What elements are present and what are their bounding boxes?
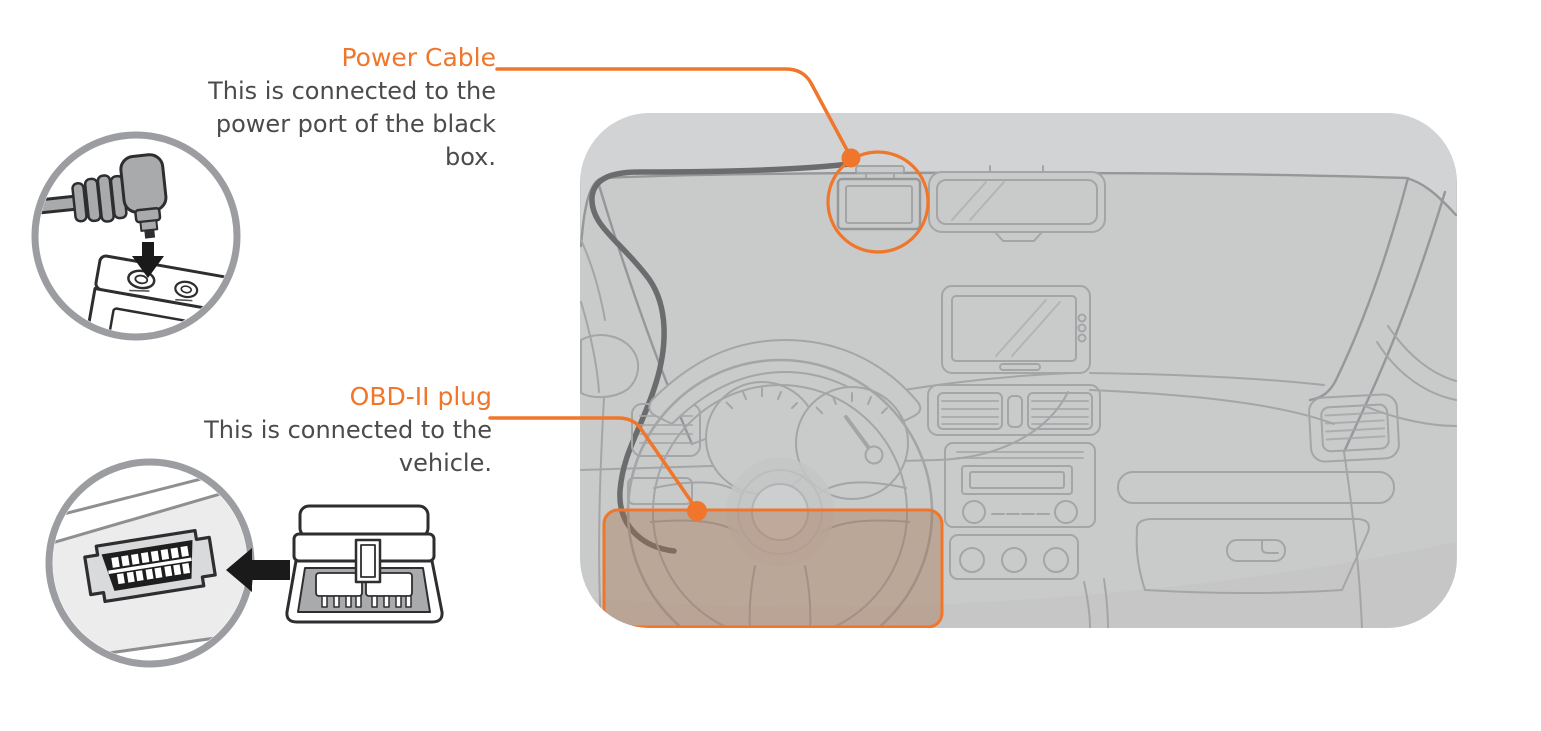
steering-wheel: [626, 358, 934, 628]
rearview-mirror: [928, 165, 1106, 242]
nav-screen: [941, 285, 1091, 374]
power-cable-desc-line-3: box.: [444, 143, 496, 171]
glove-box: [1117, 471, 1395, 594]
right-side-vent: [1308, 393, 1400, 463]
center-air-vents: [927, 384, 1101, 436]
obd-plug-leader-line: [488, 416, 695, 506]
down-arrow-icon: [132, 242, 164, 278]
power-cable-leader-dot: [841, 148, 861, 168]
power-circle-border: [31, 131, 241, 341]
obd-plug-leader-dot: [687, 501, 707, 521]
dashcam: [836, 165, 922, 231]
obd-port-illustration: [45, 458, 444, 668]
power-cable-desc-line-2: power port of the black: [215, 110, 496, 138]
power-plug: [39, 153, 168, 239]
radio-unit: [944, 442, 1096, 528]
power-cable-label: Power Cable: [341, 43, 496, 72]
obd-area-highlight: [602, 508, 944, 628]
obd-plug-label: OBD-II plug: [349, 382, 492, 411]
obd-plug-callout: OBD-II plug This is connected to the veh…: [162, 381, 492, 480]
power-cable-leader-line: [495, 67, 849, 152]
center-tunnel: [1083, 578, 1109, 628]
footwell-shadow: [581, 542, 1456, 628]
climate-controls: [949, 534, 1079, 580]
dashcam-highlight-circle: [826, 150, 930, 254]
power-plug-illustration: [31, 131, 241, 341]
power-cable-callout: Power Cable This is connected to the pow…: [166, 42, 496, 174]
obd-plug-desc-line-2: vehicle.: [398, 449, 492, 477]
callout-overlays: [488, 67, 930, 521]
left-arrow-icon: [226, 548, 290, 592]
obd-plug-desc-line-1: This is connected to the: [204, 416, 492, 444]
black-box: [80, 254, 232, 333]
power-cable-route: [589, 161, 852, 554]
power-cable-desc-line-1: This is connected to the: [208, 77, 496, 105]
obd-socket: [83, 528, 217, 604]
right-a-pillar: [1308, 176, 1457, 628]
car-interior-illustration: [580, 113, 1457, 628]
obd-plug-illustration: [285, 504, 444, 624]
